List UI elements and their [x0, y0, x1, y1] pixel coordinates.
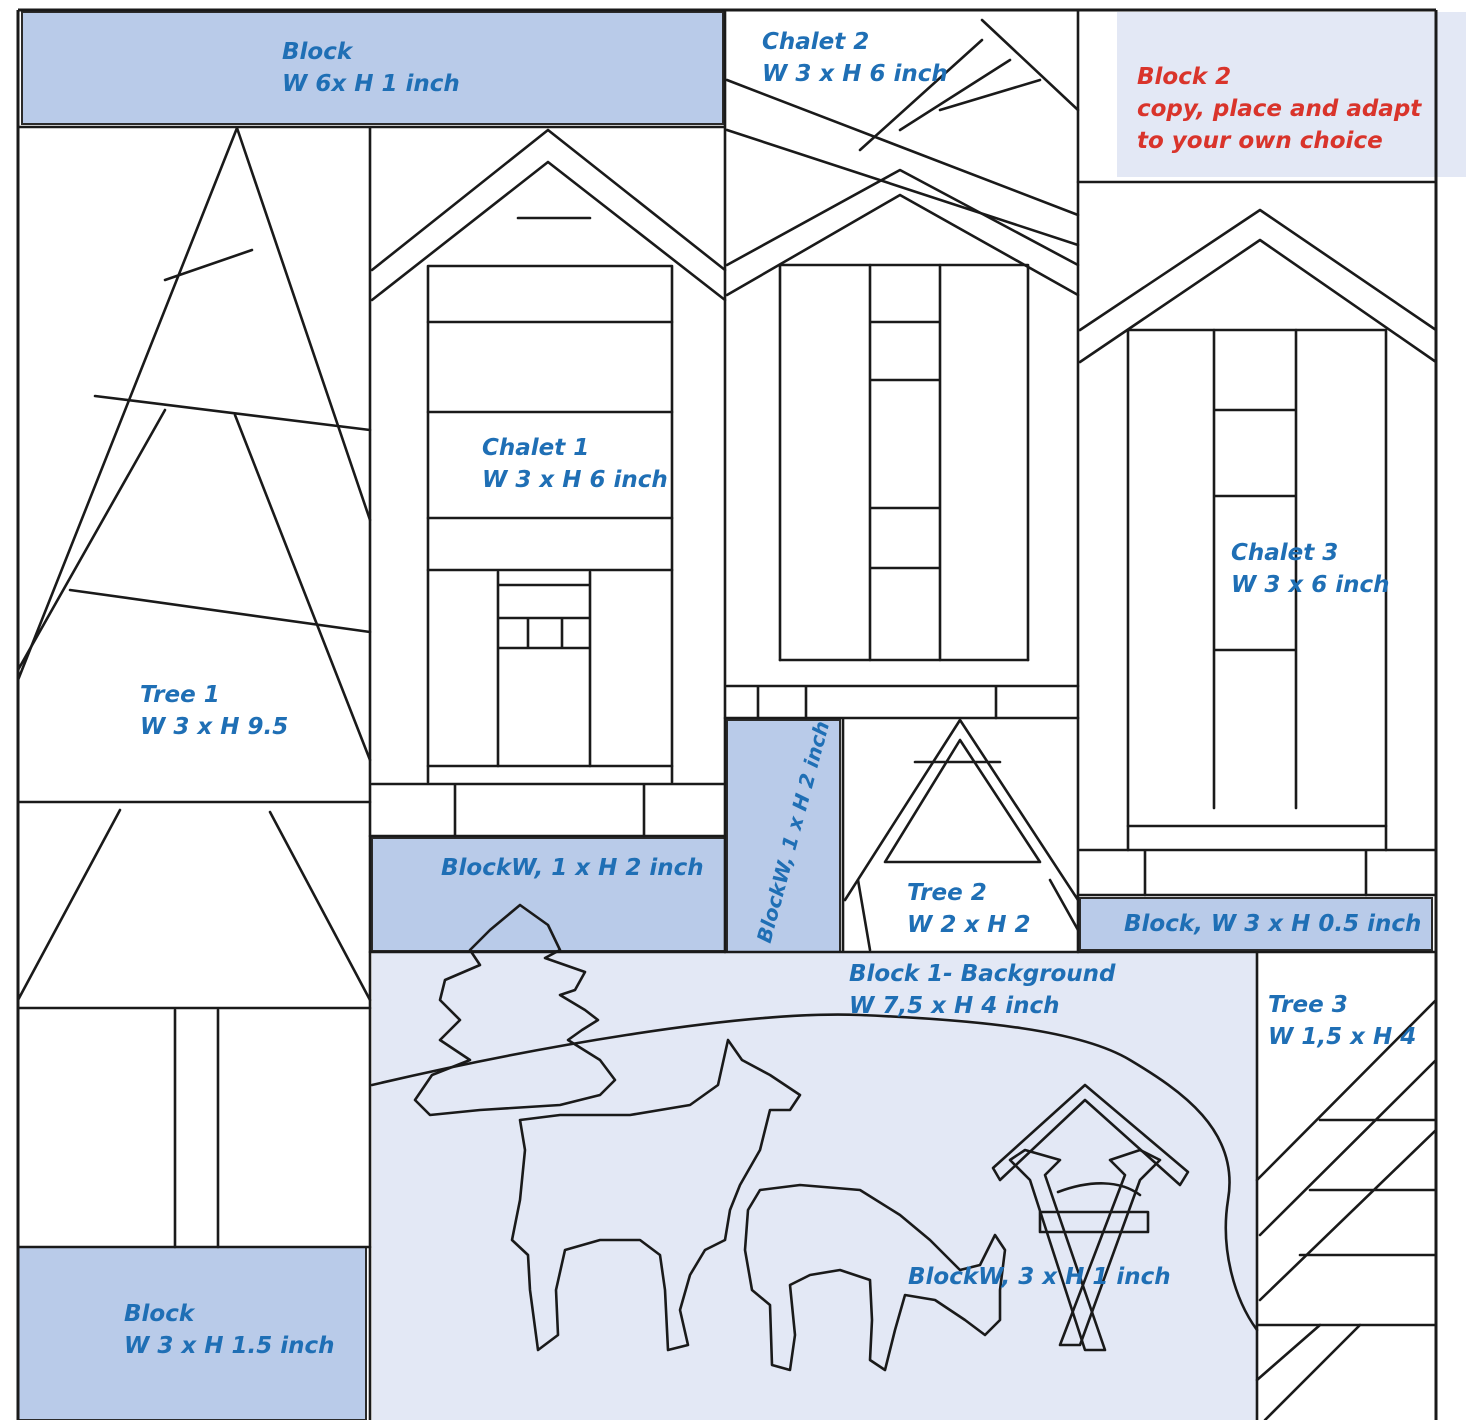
chalet2-label: Chalet 2 W 3 x H 6 inch [762, 26, 948, 90]
block-w3-label: BlockW, 3 x H 1 inch [908, 1261, 1171, 1293]
tree2-label: Tree 2 W 2 x H 2 [907, 877, 1031, 941]
block-w1-vertical-fill [726, 719, 841, 953]
tree2-size: W 2 x H 2 [907, 912, 1031, 938]
block-top-title: Block [282, 39, 353, 65]
block-top-fill [21, 11, 724, 125]
chalet1-label: Chalet 1 W 3 x H 6 inch [482, 432, 668, 496]
tree1-label: Tree 1 W 3 x H 9.5 [140, 679, 288, 743]
chalet3-drawing [1078, 208, 1438, 897]
tree3-drawing [1255, 998, 1438, 1420]
block1-background-label: Block 1- Background W 7,5 x H 4 inch [849, 958, 1116, 1022]
tree2-drawing [843, 718, 1080, 952]
block2-line2: copy, place and adapt [1137, 96, 1422, 122]
block-w1-label: BlockW, 1 x H 2 inch [441, 852, 704, 884]
block-half-label: Block, W 3 x H 0.5 inch [1124, 908, 1421, 940]
block-bottom-left-title: Block [124, 1301, 195, 1327]
tree1-title: Tree 1 [140, 682, 220, 708]
block-w3-text: BlockW, 3 x H 1 inch [908, 1264, 1171, 1290]
chalet2-size: W 3 x H 6 inch [762, 61, 948, 87]
block-bottom-left-fill [17, 1246, 367, 1420]
tree1-size: W 3 x H 9.5 [140, 714, 289, 740]
grid-lines [16, 8, 1438, 1420]
block-top-label: Block W 6x H 1 inch [282, 36, 460, 100]
chalet1-drawing [370, 128, 727, 838]
tree3-label: Tree 3 W 1,5 x H 4 [1268, 989, 1416, 1053]
block2-fill [1117, 12, 1466, 177]
chalet2-title: Chalet 2 [762, 29, 870, 55]
block-top-size: W 6x H 1 inch [282, 71, 460, 97]
chalet3-label: Chalet 3 W 3 x 6 inch [1231, 537, 1390, 601]
block-half-text: Block, W 3 x H 0.5 inch [1124, 911, 1422, 937]
block2-title: Block 2 [1137, 64, 1232, 90]
background-scene-drawing [370, 903, 1259, 1372]
block-bottom-left-size: W 3 x H 1.5 inch [124, 1333, 335, 1359]
tree3-title: Tree 3 [1268, 992, 1348, 1018]
tree2-title: Tree 2 [907, 880, 987, 906]
chalet3-title: Chalet 3 [1231, 540, 1339, 566]
chalet1-title: Chalet 1 [482, 435, 590, 461]
tree1-drawing [16, 126, 372, 1249]
tree3-size: W 1,5 x H 4 [1268, 1024, 1417, 1050]
chalet1-size: W 3 x H 6 inch [482, 467, 668, 493]
block2-line3: to your own choice [1137, 128, 1383, 154]
chalet2-drawing [725, 18, 1080, 720]
block-w1-text: BlockW, 1 x H 2 inch [441, 855, 704, 881]
block2-label: Block 2 copy, place and adapt to your ow… [1137, 61, 1421, 157]
block-half-fill [1079, 897, 1433, 951]
block1-background-size: W 7,5 x H 4 inch [849, 993, 1060, 1019]
block1-background-title: Block 1- Background [849, 961, 1116, 987]
block-bottom-left-label: Block W 3 x H 1.5 inch [124, 1298, 335, 1362]
chalet3-size: W 3 x 6 inch [1231, 572, 1390, 598]
